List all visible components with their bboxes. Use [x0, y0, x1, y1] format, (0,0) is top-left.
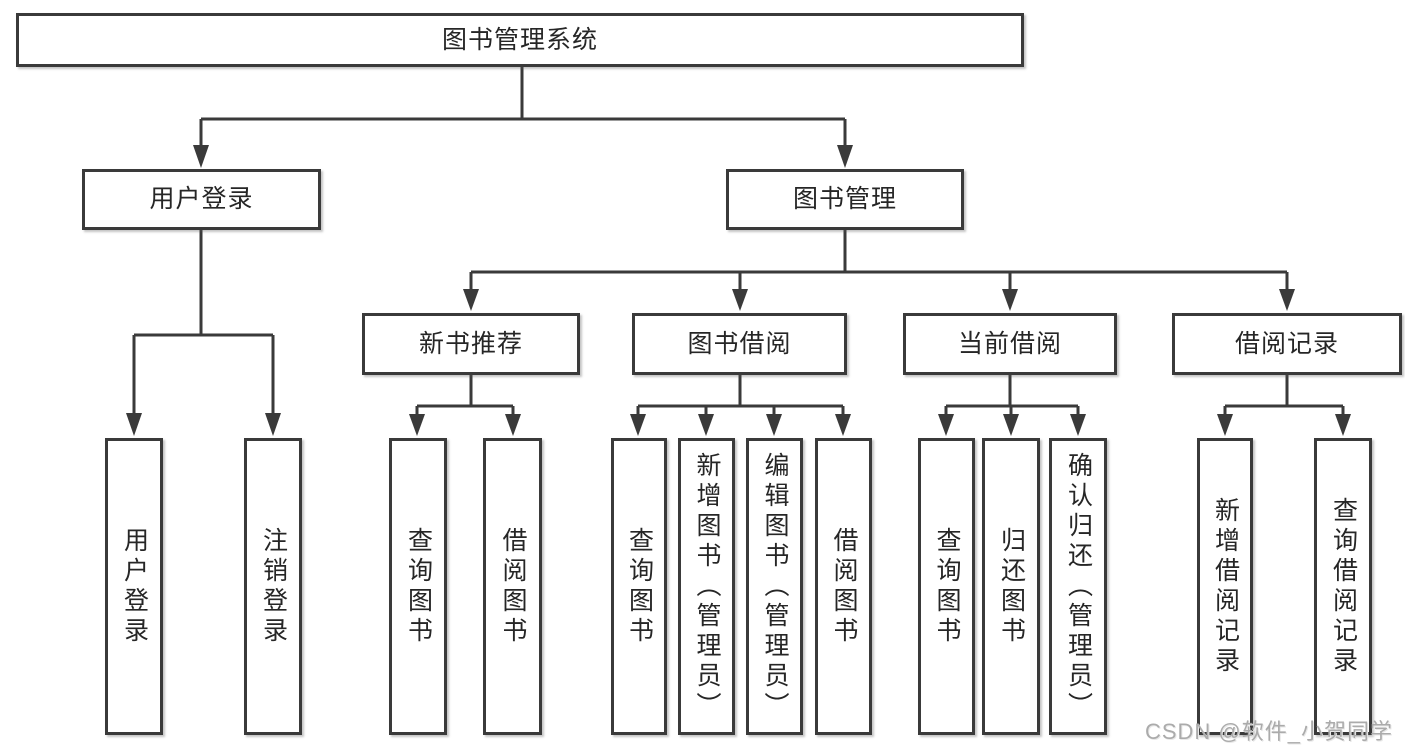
arrow-icon: [1070, 414, 1086, 436]
leaf-borrow-books: 借阅图书: [815, 438, 872, 735]
leaf-query-books-recommend: 查询图书: [389, 438, 447, 735]
arrow-icon: [265, 413, 281, 436]
arrow-icon: [1279, 289, 1295, 311]
arrow-icon: [837, 145, 853, 168]
node-borrow-records: 借阅记录: [1172, 313, 1402, 375]
leaf-return-books: 归还图书: [982, 438, 1040, 735]
leaf-query-borrow-record: 查询借阅记录: [1314, 438, 1372, 735]
arrow-icon: [1002, 289, 1018, 311]
leaf-borrow-books-recommend: 借阅图书: [483, 438, 542, 735]
leaf-logout: 注销登录: [244, 438, 302, 735]
node-user-login: 用户登录: [82, 169, 321, 230]
node-book-management: 图书管理: [726, 169, 964, 230]
leaf-add-books-admin: 新增图书（管理员）: [678, 438, 735, 735]
arrow-icon: [835, 414, 851, 436]
leaf-user-login: 用户登录: [105, 438, 163, 735]
arrow-icon: [126, 413, 142, 436]
arrow-icon: [938, 414, 954, 436]
node-root: 图书管理系统: [16, 13, 1024, 67]
arrow-icon: [1335, 414, 1351, 436]
leaf-add-borrow-record: 新增借阅记录: [1197, 438, 1253, 735]
node-book-borrow: 图书借阅: [632, 313, 847, 375]
leaf-confirm-return-admin: 确认归还（管理员）: [1049, 438, 1107, 735]
csdn-watermark: CSDN @软件_小贺同学: [1144, 719, 1393, 744]
arrow-icon: [409, 414, 425, 436]
node-current-borrow: 当前借阅: [903, 313, 1117, 375]
arrow-icon: [193, 145, 209, 168]
arrow-icon: [698, 414, 714, 436]
leaf-edit-books-admin: 编辑图书（管理员）: [746, 438, 803, 735]
arrow-icon: [505, 414, 521, 436]
leaf-query-books-borrow: 查询图书: [611, 438, 667, 735]
arrow-icon: [732, 289, 748, 311]
arrow-icon: [630, 414, 646, 436]
arrow-icon: [766, 414, 782, 436]
leaf-query-books-current: 查询图书: [918, 438, 975, 735]
arrow-icon: [463, 289, 479, 311]
arrow-icon: [1003, 414, 1019, 436]
node-new-book-recommend: 新书推荐: [362, 313, 580, 375]
arrow-icon: [1217, 414, 1233, 436]
